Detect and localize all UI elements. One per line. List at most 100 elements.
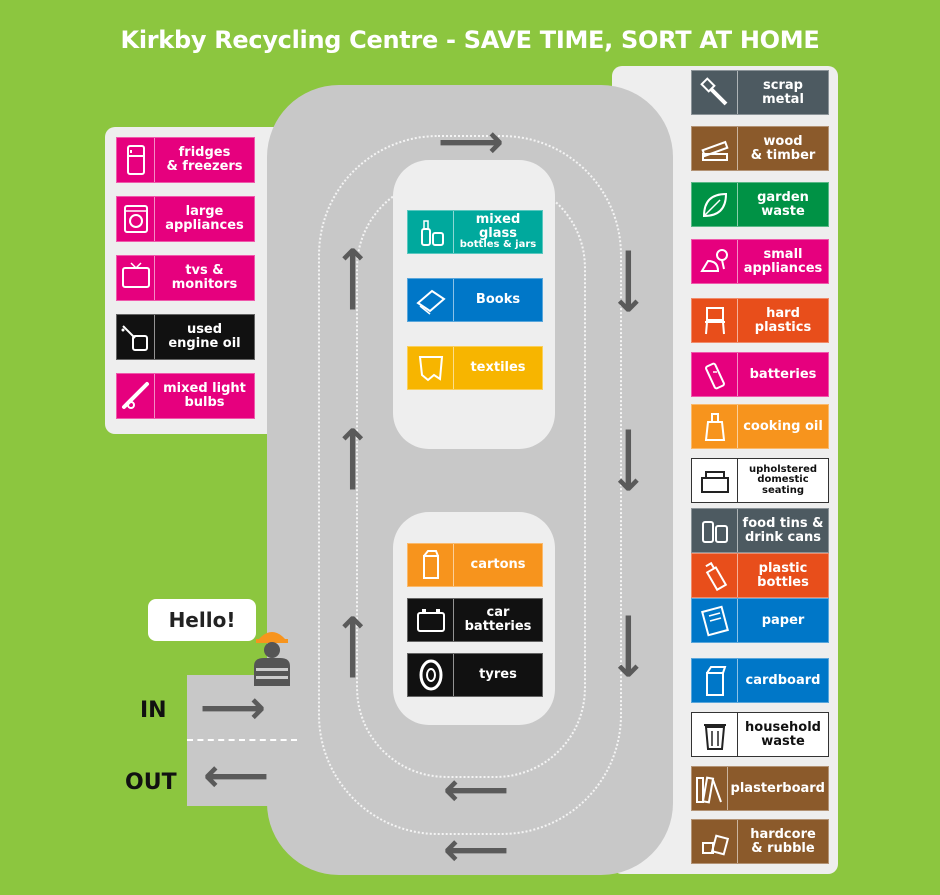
bin-label-line: cooking oil	[743, 418, 823, 434]
paper-icon	[700, 605, 729, 636]
cardboard-icon	[705, 665, 726, 696]
bin-label-line: tyres	[479, 667, 517, 683]
bin-icon-cell	[692, 767, 728, 810]
bin-textiles: textiles	[407, 346, 543, 390]
bin-label-line: bulbs	[184, 395, 225, 410]
bin-cardboard: cardboard	[691, 658, 829, 703]
bin-label: cardboard	[738, 674, 828, 688]
book-icon	[415, 289, 446, 315]
bin-label: hardcore& rubble	[738, 828, 828, 855]
bin-label-line: food tins &	[742, 515, 824, 531]
bin-icon-cell	[692, 127, 738, 170]
arrow-up-3: ⟶	[323, 614, 378, 680]
bin-wood: wood& timber	[691, 126, 829, 171]
bin-label-line: fridges	[178, 145, 231, 161]
hello-speech-bubble: Hello!	[148, 599, 256, 641]
bin-label: wood& timber	[738, 135, 828, 162]
page-title: Kirkby Recycling Centre - SAVE TIME, SOR…	[120, 26, 820, 54]
bin-label-line: paper	[761, 612, 805, 628]
bin-icon-cell	[117, 138, 155, 182]
bin-label-line: engine oil	[168, 336, 241, 351]
bin-hard-plastics: hard plastics	[691, 298, 829, 343]
bin-label-line: domestic seating	[757, 474, 809, 496]
bin-label: cooking oil	[738, 420, 828, 434]
bin-icon-cell	[692, 183, 738, 226]
bin-label-line: & freezers	[166, 159, 243, 174]
bin-label-line: plasterboard	[730, 780, 825, 796]
bin-label-line: cartons	[470, 557, 526, 573]
arrow-left-bottom-1: ⟵	[443, 762, 509, 816]
bin-label-line: hard plastics	[754, 305, 812, 335]
bin-label-line: cardboard	[745, 672, 821, 688]
bin-label-line: mixed glass	[475, 212, 521, 241]
bin-label-line: batteries	[464, 619, 532, 634]
oil-can-icon	[121, 325, 148, 351]
bin-label: fridges& freezers	[155, 146, 254, 173]
fridge-icon	[126, 145, 145, 175]
bin-icon-cell	[692, 820, 738, 863]
arrow-out: ⟵	[203, 748, 269, 802]
bin-label-line: & rubble	[751, 840, 815, 856]
in-label: IN	[140, 698, 167, 723]
bin-label-line: Books	[475, 292, 521, 308]
arrow-down-1: ⟶	[602, 248, 657, 314]
bin-icon	[703, 723, 726, 750]
bin-hardcore: hardcore& rubble	[691, 819, 829, 864]
bin-label: plasterboard	[728, 782, 828, 796]
bin-label-line: appliances	[165, 218, 244, 233]
bin-icon-cell	[117, 256, 155, 300]
bin-icon-cell	[408, 654, 454, 696]
car-battery-icon	[416, 609, 445, 632]
bin-label-line: used	[186, 322, 223, 338]
bin-icon-cell	[692, 509, 738, 552]
bin-icon-cell	[692, 405, 738, 448]
bin-icon-cell	[692, 554, 738, 597]
plastic-chair-icon	[704, 306, 725, 334]
bin-label-line: monitors	[171, 277, 238, 292]
lane-marking-outer	[318, 135, 622, 835]
worker-icon	[250, 622, 294, 686]
bin-paper: paper	[691, 598, 829, 643]
bin-label-line: plastic bottles	[757, 560, 809, 590]
light-bulb-icon	[121, 382, 149, 409]
bin-icon-cell	[692, 353, 738, 396]
arrow-in: ⟶	[200, 680, 266, 734]
bin-label-line: & timber	[750, 147, 816, 163]
bin-plastic-bottles: plastic bottles	[691, 553, 829, 598]
sofa-icon	[700, 470, 729, 493]
bin-icon-cell	[117, 315, 155, 359]
carton-icon	[422, 550, 439, 579]
tyre-icon	[419, 659, 442, 691]
wood-icon	[700, 140, 729, 161]
bin-batteries: batteries	[691, 352, 829, 397]
bin-icon-cell	[408, 211, 454, 253]
arrow-up-2: ⟶	[323, 426, 378, 492]
bin-label-line: small	[763, 246, 803, 262]
textiles-icon	[418, 356, 443, 382]
arrow-left-bottom-2: ⟵	[443, 822, 509, 876]
bin-tvs: tvs &monitors	[116, 255, 255, 301]
bin-label-line: large	[185, 204, 224, 220]
bolt-icon	[699, 76, 727, 105]
rubble-icon	[701, 833, 729, 856]
bin-label: textiles	[454, 361, 542, 375]
bin-icon-cell	[117, 197, 155, 241]
bin-label-line: upholstered	[748, 463, 818, 475]
bin-icon-cell	[408, 544, 454, 586]
bin-label-line: textiles	[470, 360, 526, 376]
arrow-right-top: ⟶	[438, 114, 504, 168]
bin-sublabel: bottles & jars	[459, 239, 537, 251]
